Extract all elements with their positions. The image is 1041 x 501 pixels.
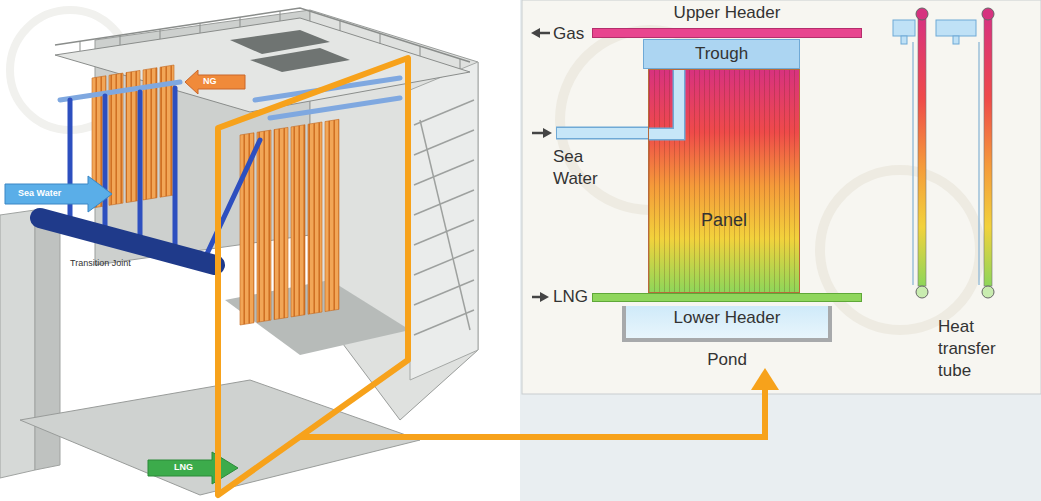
trough-sketch [953, 36, 959, 44]
trough-sketch [936, 20, 976, 36]
pipe-fill [649, 70, 679, 134]
tube-cap [916, 286, 928, 298]
stream-label: NG [203, 76, 217, 87]
lng-arrow [148, 452, 238, 484]
railing [55, 8, 470, 62]
tube-cap [982, 286, 994, 298]
arrow-head [531, 28, 540, 38]
trough-box: Trough [643, 39, 800, 69]
arrow-head [543, 128, 552, 138]
part-label: Heat transfer tube [938, 316, 1010, 382]
seawater-header [40, 218, 215, 265]
arrow-head [540, 292, 549, 302]
pipe-outline [649, 70, 679, 134]
stream-label: Sea Water [18, 188, 61, 199]
part-label: Transition Joint [70, 258, 131, 269]
water-film [978, 42, 980, 285]
node-label: Upper Header [674, 3, 781, 23]
node-label: Trough [695, 44, 748, 64]
flow-label: LNG [553, 287, 588, 307]
roof-opening [250, 48, 350, 72]
flow-label: Gas [553, 24, 584, 44]
watermark [820, 170, 980, 330]
stream-label: LNG [174, 462, 193, 473]
upper-header-bar: Upper Header [592, 28, 862, 38]
ng-arrow [185, 70, 245, 94]
stair-face [410, 62, 478, 380]
stairs [414, 100, 474, 335]
node-label: Lower Header [674, 308, 781, 328]
flow-label: Sea Water [553, 146, 605, 190]
section-pointer [300, 386, 765, 437]
water-film [912, 42, 914, 285]
seawater-pipe [557, 128, 650, 138]
seawater-pipe [556, 127, 650, 140]
trough-sketch [893, 20, 915, 36]
node-label: Panel [649, 210, 799, 230]
lower-header-bar: Lower Header [592, 293, 862, 302]
node-label: Pond [707, 350, 747, 370]
pointer-head [751, 368, 779, 390]
right-ground [520, 0, 1041, 501]
tube-sketch [984, 18, 992, 286]
seawater-pipe [649, 70, 801, 294]
tube-cap [916, 8, 928, 20]
tube-cap [982, 8, 994, 20]
trough-sketch [901, 36, 907, 44]
column [0, 210, 35, 478]
section-frame [218, 58, 408, 495]
tube-sketch [918, 18, 926, 286]
panel-box: Panel [648, 69, 800, 293]
seawater-arrow [5, 176, 112, 212]
detail-panel [522, 0, 1041, 394]
